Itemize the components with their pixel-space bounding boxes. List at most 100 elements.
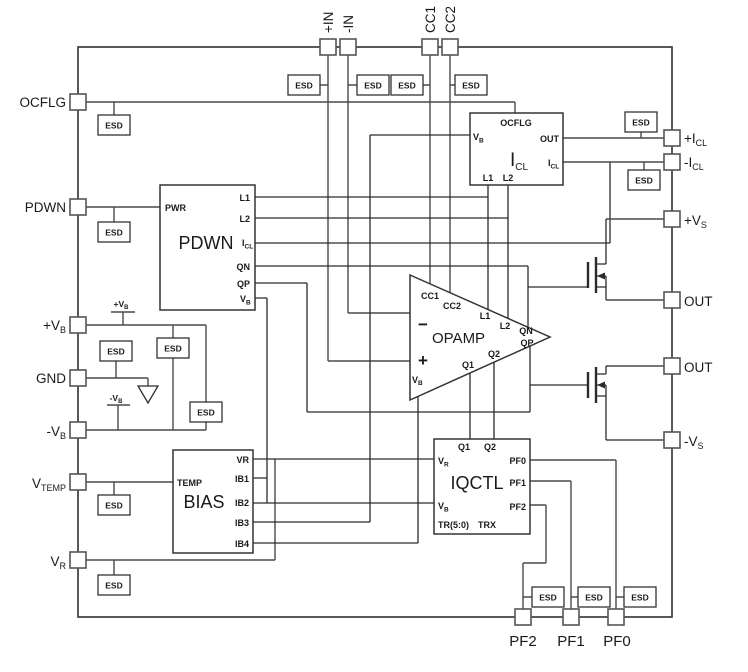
pdwn-port-pwr: PWR [165, 203, 186, 213]
svg-text:ESD: ESD [107, 347, 124, 357]
opamp-port-l2: L2 [500, 321, 511, 331]
svg-text:ESD: ESD [164, 344, 181, 354]
wires-right [522, 132, 664, 609]
label-plus-in: +IN [321, 12, 336, 33]
esd-minus-icl: ESD [627, 169, 661, 191]
pdwn-port-qp: QP [237, 279, 250, 289]
label-neg-vb: -VB [46, 424, 66, 441]
opamp-title: OPAMP [432, 330, 485, 347]
bias-title: BIAS [183, 492, 224, 512]
esd-plus-in: ESD [287, 74, 321, 96]
label-pf0: PF0 [603, 633, 631, 650]
bias-port-vr: VR [236, 455, 249, 465]
esd-pf2: ESD [531, 586, 565, 608]
esd-pdwn: ESD [97, 221, 131, 243]
wires-left [86, 101, 516, 575]
pin-pf2 [514, 608, 532, 626]
pdwn-port-l2: L2 [239, 214, 250, 224]
label-pos-vs: +VS [684, 213, 707, 230]
pin-pdwn [69, 198, 87, 216]
esd-ocflg: ESD [97, 114, 131, 136]
pin-labels-right: +ICL -ICL +VS OUT OUT -VS [684, 131, 713, 451]
esd-vb-2: ESD [189, 401, 223, 423]
label-pf1: PF1 [557, 633, 585, 650]
pin-pos-vb [69, 316, 87, 334]
esd-pf0: ESD [623, 586, 657, 608]
svg-text:ESD: ESD [398, 81, 415, 91]
opamp-port-qp: QP [520, 338, 533, 348]
label-minus-icl: -ICL [684, 155, 704, 172]
svg-text:ESD: ESD [105, 228, 122, 238]
pin-plus-icl [663, 129, 681, 147]
pin-gnd [69, 369, 87, 387]
nmos-lower-arrow [597, 381, 605, 389]
iqctl-port-q1: Q1 [458, 442, 470, 452]
pin-labels-top: +IN -IN CC1 CC2 [321, 6, 458, 33]
opamp-port-l1: L1 [480, 311, 491, 321]
iqctl-port-q2: Q2 [484, 442, 496, 452]
icl-port-ocflg: OCFLG [500, 118, 532, 128]
esd-cells: ESD ESD ESD ESD ESD ESD ESD ESD ESD ESD … [97, 74, 661, 608]
pdwn-title: PDWN [179, 233, 234, 253]
wires-top [320, 55, 455, 362]
chip-outline [77, 46, 673, 618]
ground-symbol [136, 385, 160, 405]
esd-vtemp: ESD [97, 494, 131, 516]
pin-neg-vb [69, 421, 87, 439]
label-ocflg: OCFLG [19, 95, 66, 110]
pos-supply-label: +VB [114, 299, 130, 311]
icl-port-out: OUT [540, 134, 560, 144]
esd-minus-in: ESD [356, 74, 390, 96]
iqctl-port-pf2: PF2 [509, 502, 526, 512]
pin-labels-left: OCFLG PDWN +VB GND -VB VTEMP VR [19, 95, 66, 571]
label-pos-vb: +VB [43, 318, 66, 335]
label-out-lower: OUT [684, 360, 713, 375]
esd-cc1: ESD [390, 74, 424, 96]
opamp-port-cc2: CC2 [443, 301, 461, 311]
pin-cc2 [441, 38, 459, 56]
svg-text:ESD: ESD [635, 176, 652, 186]
pin-minus-in [339, 38, 357, 56]
pin-pos-vs [663, 210, 681, 228]
opamp-minus: − [418, 315, 428, 334]
nmos-lower [586, 366, 607, 440]
bias-port-ib1: IB1 [235, 474, 249, 484]
pin-pf1 [562, 608, 580, 626]
block-opamp: OPAMP − + VB CC1 CC2 L1 L2 QN QP Q1 Q2 [409, 273, 552, 402]
label-neg-vs: -VS [684, 434, 704, 451]
svg-text:ESD: ESD [632, 118, 649, 128]
esd-pf1: ESD [577, 586, 611, 608]
esd-plus-icl: ESD [624, 111, 658, 133]
wires-core [253, 134, 611, 544]
label-minus-in: -IN [341, 15, 356, 33]
label-cc2: CC2 [443, 6, 458, 33]
svg-text:ESD: ESD [631, 593, 648, 603]
esd-vr: ESD [97, 574, 131, 596]
pin-neg-vs [663, 431, 681, 449]
pin-vtemp [69, 473, 87, 491]
pin-vr [69, 551, 87, 569]
block-iqctl: IQCTL Q1 Q2 VR VB PF0 PF1 PF2 TR(5:0) TR… [433, 438, 531, 535]
esd-gnd: ESD [99, 340, 133, 362]
iqctl-note-tr: TR(5:0) [438, 520, 469, 530]
pdwn-port-qn: QN [237, 262, 251, 272]
label-vr: VR [50, 554, 66, 571]
nmos-upper-arrow [597, 272, 605, 280]
block-bias: BIAS TEMP VR IB1 IB2 IB3 IB4 [172, 449, 254, 554]
pdwn-port-l1: L1 [239, 193, 250, 203]
bias-port-ib4: IB4 [235, 539, 249, 549]
opamp-port-q2: Q2 [488, 349, 500, 359]
pin-labels-bottom: PF2 PF1 PF0 [509, 633, 631, 650]
pin-cc1 [421, 38, 439, 56]
svg-text:ESD: ESD [364, 81, 381, 91]
label-pf2: PF2 [509, 633, 537, 650]
icl-port-vb: VB [473, 132, 484, 145]
iqctl-note-trx: TRX [478, 520, 496, 530]
pin-minus-icl [663, 153, 681, 171]
opamp-port-q1: Q1 [462, 360, 474, 370]
pin-plus-in [319, 38, 337, 56]
label-out-upper: OUT [684, 294, 713, 309]
bias-port-ib3: IB3 [235, 518, 249, 528]
icl-port-l1: L1 [483, 173, 494, 183]
